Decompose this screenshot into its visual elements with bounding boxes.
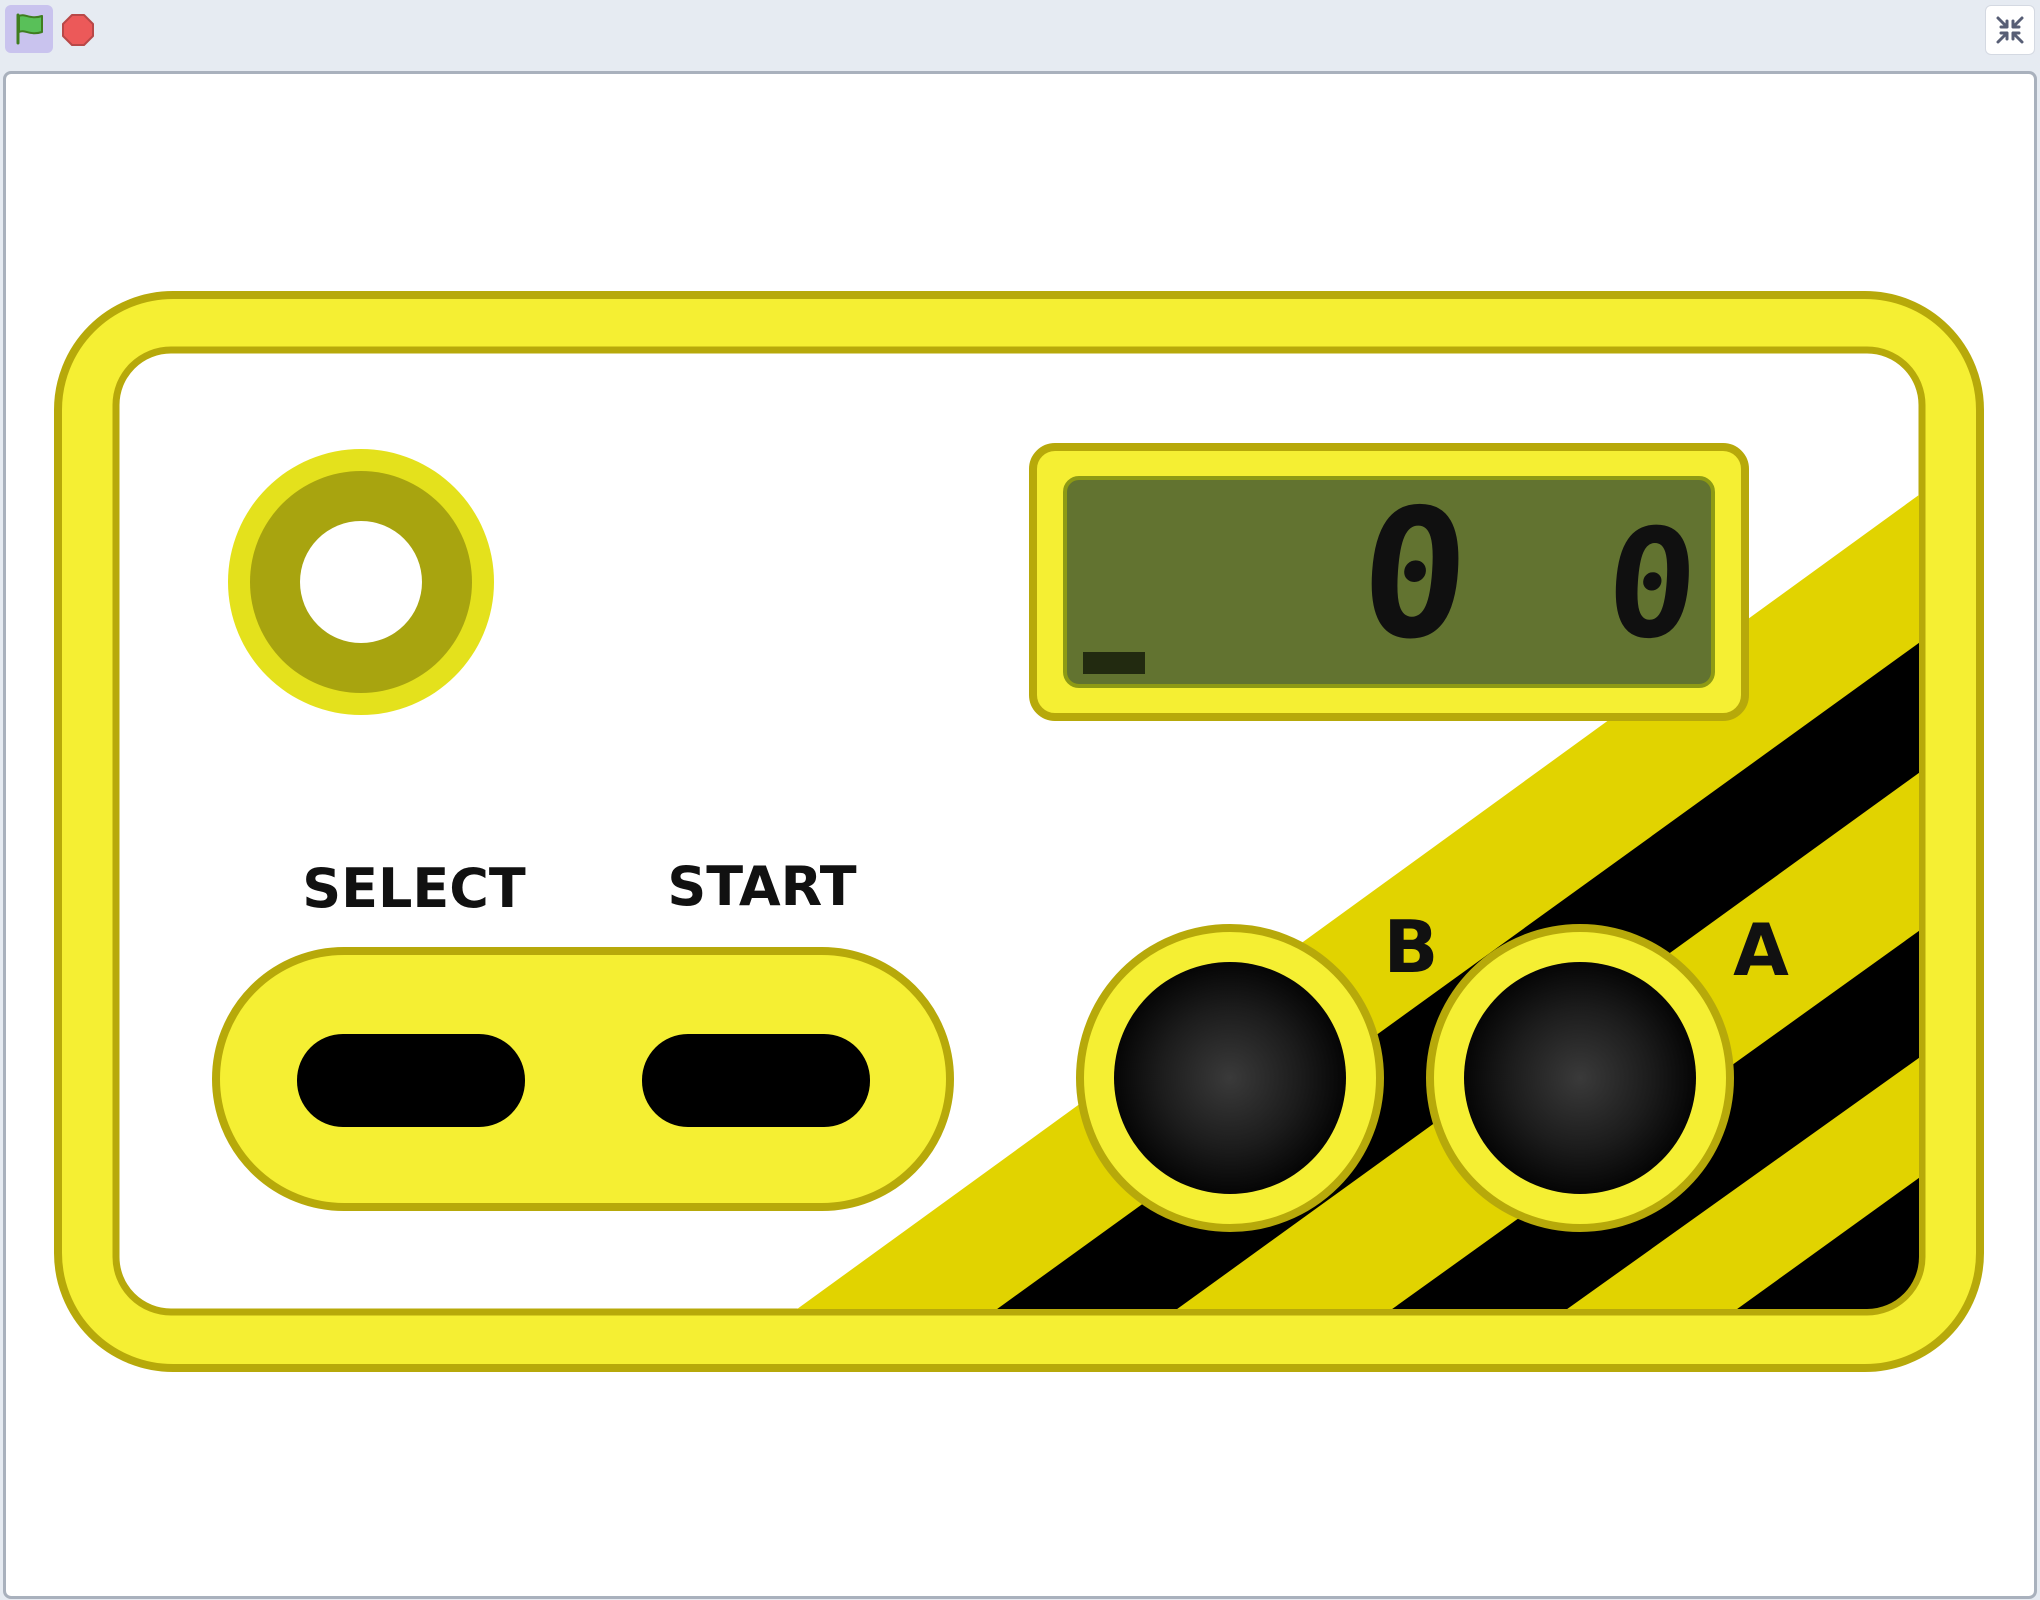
select-button[interactable] [297, 1034, 525, 1127]
score-display: 0 0 [1029, 443, 1749, 721]
green-flag-icon [16, 13, 43, 45]
start-button[interactable] [642, 1034, 870, 1127]
stop-icon [62, 14, 94, 46]
exit-fullscreen-icon [1996, 16, 2024, 44]
select-start-housing [212, 947, 954, 1211]
a-button[interactable] [1426, 924, 1734, 1232]
select-label: SELECT [302, 857, 526, 920]
stop-button[interactable] [58, 10, 98, 50]
exit-fullscreen-button[interactable] [1985, 5, 2035, 55]
display-digit-left: 0 [1354, 472, 1476, 679]
stage-toolbar [0, 0, 2040, 68]
power-ring [228, 449, 494, 715]
green-flag-button[interactable] [5, 5, 53, 53]
start-label: START [667, 855, 856, 918]
display-indicator [1083, 652, 1145, 674]
stage[interactable]: 0 0 SELECT START B A [3, 71, 2037, 1599]
b-button[interactable] [1076, 924, 1384, 1232]
a-label: A [1733, 908, 1789, 992]
display-digit-right: 0 [1601, 498, 1703, 672]
b-label: B [1384, 905, 1439, 989]
game-controller: 0 0 SELECT START B A [54, 291, 1984, 1372]
